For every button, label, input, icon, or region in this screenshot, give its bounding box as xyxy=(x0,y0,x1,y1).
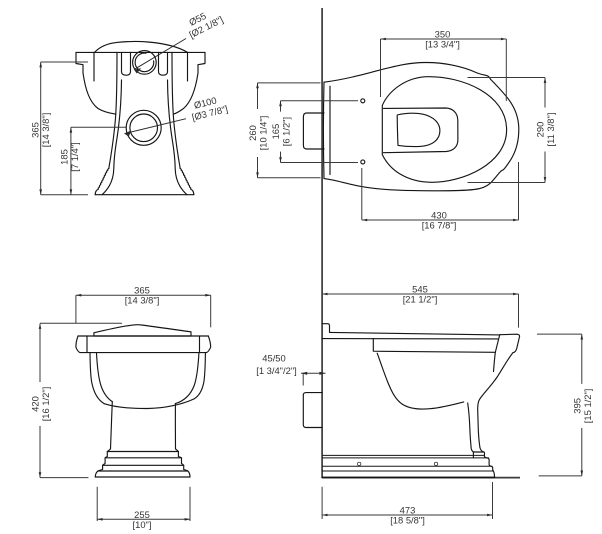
svg-text:[11 3/8"]: [11 3/8"] xyxy=(545,113,556,147)
svg-text:350: 350 xyxy=(435,29,451,40)
svg-text:Ø100: Ø100 xyxy=(193,94,218,110)
svg-text:185: 185 xyxy=(59,149,70,165)
svg-text:165: 165 xyxy=(270,124,281,140)
svg-text:[7 1/4"]: [7 1/4"] xyxy=(69,142,80,171)
svg-text:[21 1/2"]: [21 1/2"] xyxy=(403,294,438,305)
svg-text:[14 3/8"]: [14 3/8"] xyxy=(40,113,51,148)
svg-text:[16 7/8"]: [16 7/8"] xyxy=(422,220,457,231)
svg-text:365: 365 xyxy=(30,122,41,138)
svg-text:430: 430 xyxy=(431,210,447,221)
svg-text:[18 5/8"]: [18 5/8"] xyxy=(390,515,425,526)
svg-text:[10"]: [10"] xyxy=(133,519,152,530)
svg-text:[13 3/4"]: [13 3/4"] xyxy=(425,39,460,50)
svg-text:[14 3/8"]: [14 3/8"] xyxy=(125,295,160,306)
svg-text:255: 255 xyxy=(134,509,150,520)
svg-text:[15 1/2"]: [15 1/2"] xyxy=(582,389,593,424)
svg-text:[10 1/4"]: [10 1/4"] xyxy=(258,116,269,151)
svg-text:260: 260 xyxy=(247,125,258,141)
svg-text:473: 473 xyxy=(400,505,416,516)
svg-text:[16 1/2"]: [16 1/2"] xyxy=(40,387,51,422)
svg-text:395: 395 xyxy=(571,398,582,414)
svg-text:[1 3/4"/2"]: [1 3/4"/2"] xyxy=(256,365,297,376)
svg-text:365: 365 xyxy=(134,285,150,296)
svg-text:290: 290 xyxy=(535,122,546,138)
svg-text:45/50: 45/50 xyxy=(262,353,285,364)
svg-text:420: 420 xyxy=(30,396,41,412)
svg-text:545: 545 xyxy=(412,284,428,295)
svg-text:[6 1/2"]: [6 1/2"] xyxy=(281,117,292,146)
